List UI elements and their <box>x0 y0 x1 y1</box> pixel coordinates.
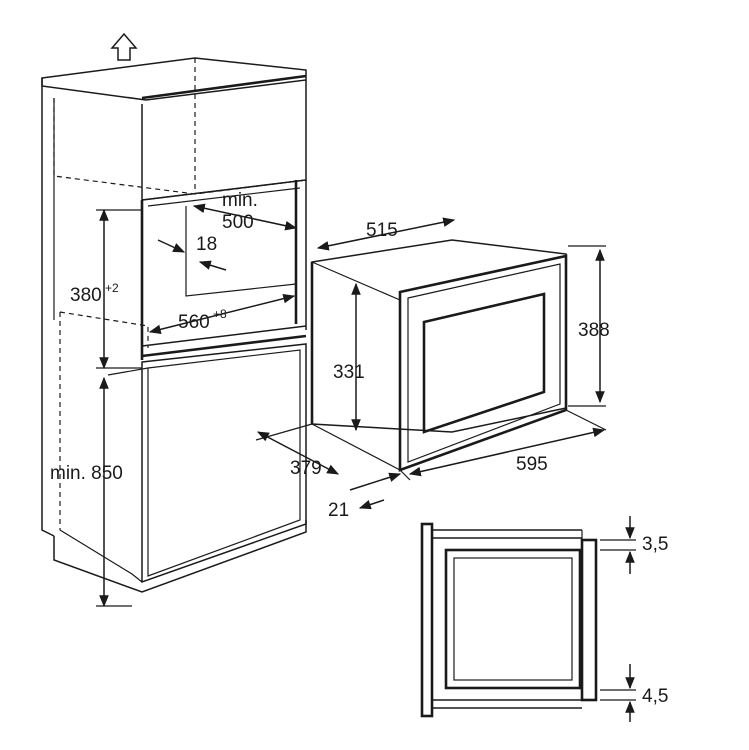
label-min: min. <box>222 190 258 211</box>
label-560: 560 <box>178 312 210 333</box>
label-18: 18 <box>196 234 217 255</box>
tall-cabinet <box>41 57 307 593</box>
niche-section-detail <box>420 516 636 722</box>
oven-unit <box>310 239 568 472</box>
up-arrow-outline-icon <box>110 32 138 61</box>
label-380: 380 <box>70 285 102 306</box>
label-min-850: min. 850 <box>50 463 123 484</box>
label-4-5: 4,5 <box>642 686 668 707</box>
oven-dimensions <box>255 217 607 510</box>
cabinet-dimensions <box>96 203 298 608</box>
label-560-tolerance: +8 <box>213 307 227 321</box>
label-379: 379 <box>290 458 322 479</box>
label-21: 21 <box>328 500 349 521</box>
label-331: 331 <box>333 362 365 383</box>
label-515: 515 <box>366 220 398 241</box>
label-380-tolerance: +2 <box>105 281 119 295</box>
label-500: 500 <box>222 212 254 233</box>
label-3-5: 3,5 <box>642 534 668 555</box>
label-388: 388 <box>578 320 610 341</box>
label-595: 595 <box>516 454 548 475</box>
